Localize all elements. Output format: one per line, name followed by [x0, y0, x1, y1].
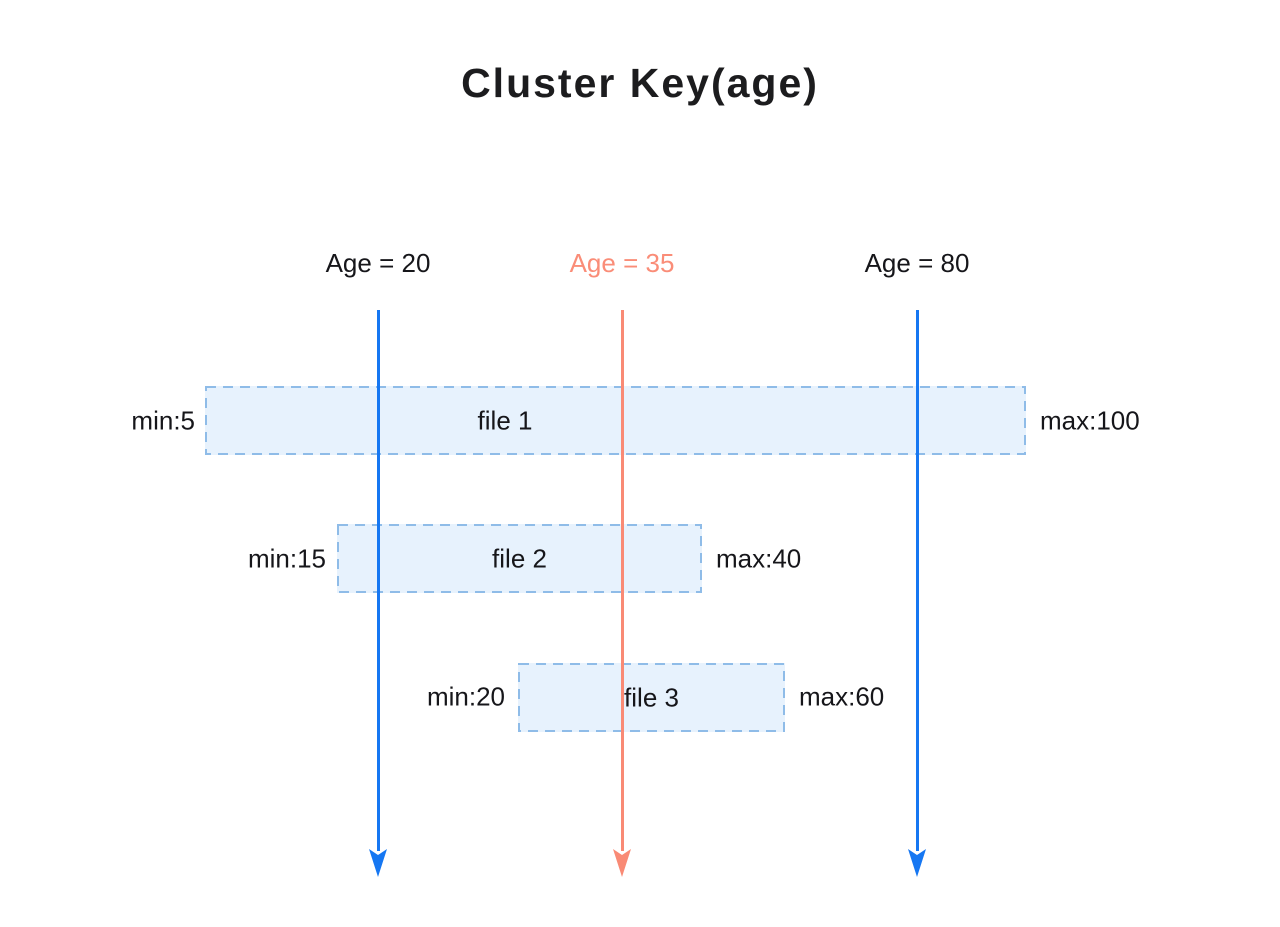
age-marker-label-35: Age = 35 — [569, 248, 675, 278]
file3-dashed-border — [518, 663, 785, 732]
file1-box: file 1 — [205, 386, 1026, 455]
file2-dashed-border — [337, 524, 702, 593]
file1-dashed-border — [205, 386, 1026, 455]
age-line-20-arrowhead-icon — [369, 849, 387, 877]
file2-name: file 2 — [492, 543, 547, 573]
file1-min-label: min:5 — [131, 405, 195, 436]
file1-name: file 1 — [477, 405, 533, 435]
file2-max-label: max:40 — [716, 543, 802, 574]
age-line-20 — [376, 310, 380, 851]
age-line-80-arrowhead-icon — [908, 849, 926, 877]
file1-max-label: max:100 — [1040, 405, 1140, 436]
file3-max-label: max:60 — [799, 681, 885, 712]
age-line-80 — [915, 310, 919, 851]
file2-min-label: min:15 — [247, 543, 326, 574]
file3-min-label: min:20 — [426, 681, 505, 712]
diagram-title: Cluster Key(age) — [461, 60, 819, 106]
age-line-35-arrowhead-icon — [613, 849, 631, 877]
file3-name: file 3 — [624, 682, 679, 712]
age-marker-label-80: Age = 80 — [864, 248, 970, 278]
file3-box: file 3 — [518, 663, 785, 732]
age-line-35 — [620, 310, 624, 851]
file2-box: file 2 — [337, 524, 702, 593]
age-marker-label-20: Age = 20 — [325, 248, 431, 278]
